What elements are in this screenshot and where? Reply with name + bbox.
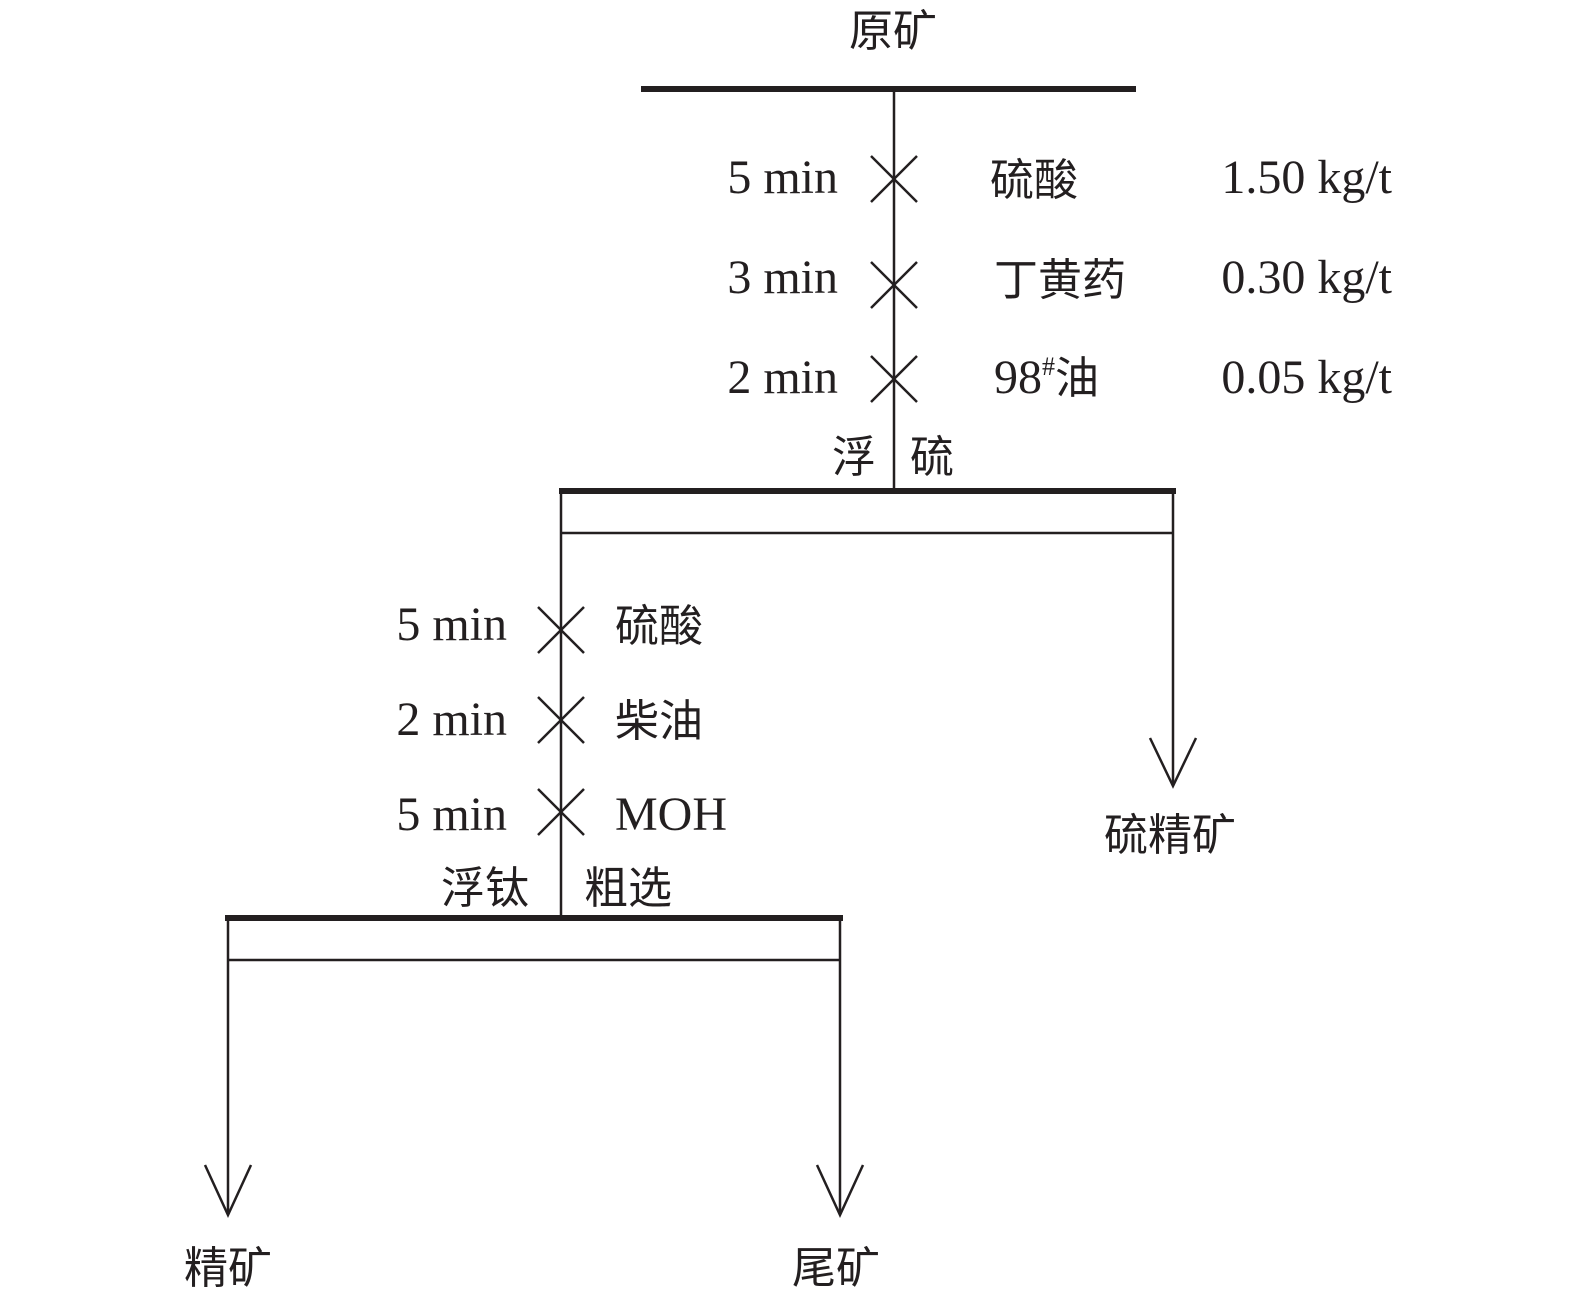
stage1-mix-mark [870,355,918,403]
stage1-name-right: 硫 [910,432,954,483]
stage1-dosage: 1.50 kg/t [1221,151,1392,204]
arrow-down-icon [815,1164,865,1218]
stage2-time: 5 min [396,788,507,841]
stage2-name-left: 浮钛 [441,863,529,914]
stage2-name-right: 粗选 [584,863,672,914]
stage1-time: 3 min [727,251,838,304]
stage1-reagent: 98#油 [994,351,1099,404]
stage1-mix-mark [870,155,918,203]
stage1-reagent: 丁黄药 [994,255,1126,306]
tailings-label: 尾矿 [792,1243,880,1294]
stage1-dosage: 0.05 kg/t [1221,351,1392,404]
stage2-reagent: 硫酸 [615,601,703,652]
stage2-time: 2 min [396,693,507,746]
arrow-down-icon [1148,737,1198,789]
stage1-flotation-cell [559,488,1176,918]
stage1-time: 5 min [727,151,838,204]
arrow-down-icon [203,1164,253,1218]
stage2-flotation-cell [225,915,843,1215]
stage1-reagent: 硫酸 [990,155,1078,206]
stage2-reagent: MOH [615,788,727,841]
stage1-name-left: 浮 [832,432,876,483]
stage2-mix-mark [537,606,585,654]
sulfur-concentrate-label: 硫精矿 [1104,810,1236,861]
stage2-mix-mark [537,788,585,836]
stage1-mix-mark [870,261,918,309]
stage2-mix-mark [537,696,585,744]
stage1-dosage: 0.30 kg/t [1221,251,1392,304]
concentrate-label: 精矿 [184,1243,272,1294]
feed-label: 原矿 [849,6,937,57]
stage2-reagent: 柴油 [615,696,703,747]
stage1-time: 2 min [727,351,838,404]
stage2-time: 5 min [396,598,507,651]
